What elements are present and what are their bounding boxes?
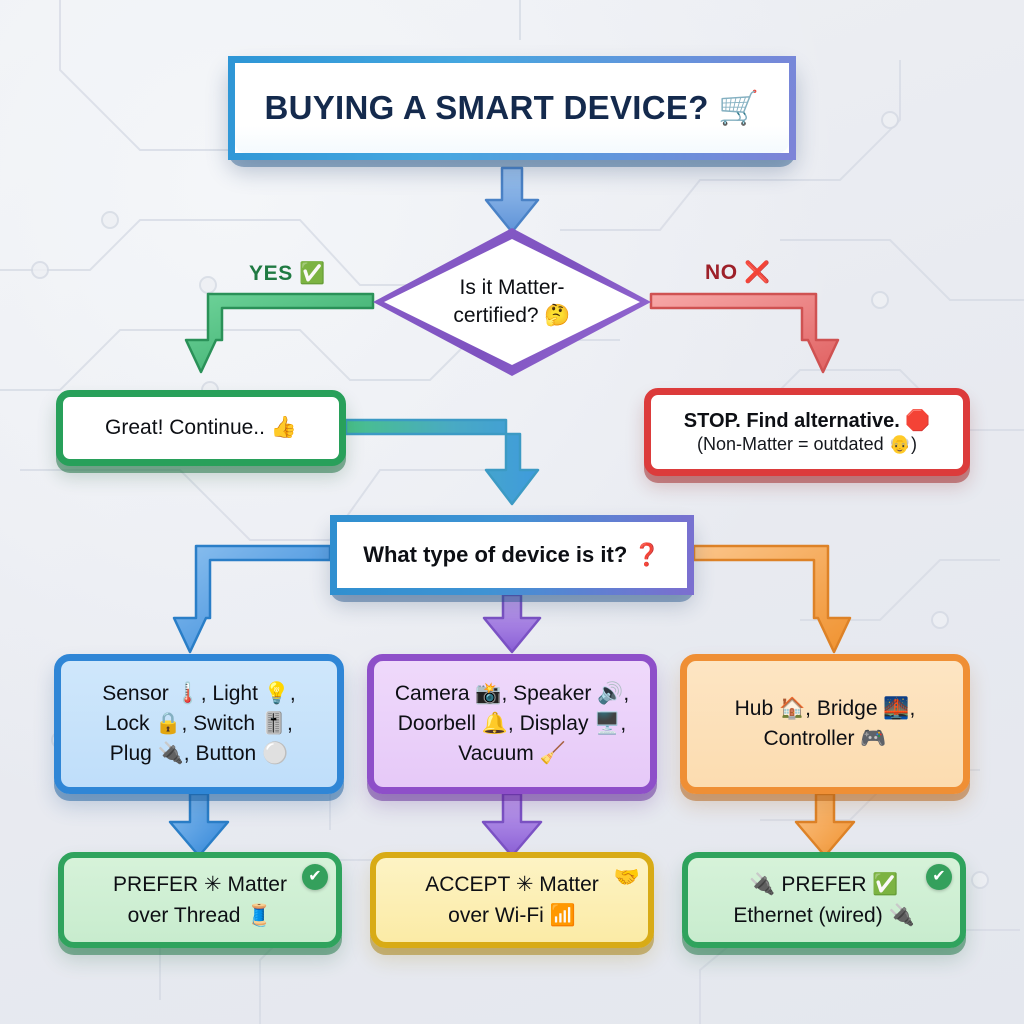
- device-type-question-text: What type of device is it? ❓: [363, 542, 661, 567]
- rec-ethernet-line-1: 🔌 PREFER ✅: [749, 872, 899, 896]
- edge-type-to-purple: [482, 593, 542, 654]
- handshake-badge-icon: 🤝: [613, 865, 641, 889]
- edge-purple-to-rec: [481, 792, 543, 858]
- title-text: BUYING A SMART DEVICE? 🛒: [264, 88, 760, 126]
- diamond-face: Is it Matter-certified? 🤔: [384, 239, 640, 365]
- rec-wifi-line-2: over Wi-Fi 📶: [448, 904, 576, 927]
- category-blue-line-1: Sensor 🌡️, Light 💡,: [102, 682, 296, 706]
- stop-line-2: (Non-Matter = outdated 👴): [696, 433, 917, 454]
- edge-label-no: NO ❌: [705, 261, 771, 284]
- edge-type-to-blue: [172, 544, 332, 654]
- category-purple-line-1: Camera 📸, Speaker 🔊,: [394, 682, 630, 706]
- check-badge-icon: ✔: [302, 864, 328, 890]
- edge-orange-to-rec: [794, 792, 856, 858]
- edge-no-branch: [649, 292, 840, 374]
- rec-ethernet-line-2: Ethernet (wired) 🔌: [733, 904, 915, 927]
- category-purple-line-2: Doorbell 🔔, Display 🖥️,: [397, 712, 627, 736]
- recommendation-accept-matter-over-wifi[interactable]: 🤝 ACCEPT ✳ Matter over Wi-Fi 📶: [370, 852, 654, 948]
- edge-blue-to-rec: [168, 792, 230, 858]
- category-orange-line-1: Hub 🏠, Bridge 🌉,: [734, 697, 916, 721]
- edge-title-to-decision: [484, 166, 540, 234]
- category-blue-line-2: Lock 🔒, Switch 🎚️,: [105, 712, 293, 736]
- recommendation-prefer-matter-over-thread[interactable]: ✔ PREFER ✳ Matter over Thread 🧵: [58, 852, 342, 948]
- stop-line-1: STOP. Find alternative. 🛑: [683, 409, 931, 432]
- outcome-stop-find-alternative[interactable]: STOP. Find alternative. 🛑 (Non-Matter = …: [644, 388, 970, 476]
- edge-yes-branch: [184, 292, 375, 374]
- category-cameras-speakers-displays[interactable]: Camera 📸, Speaker 🔊, Doorbell 🔔, Display…: [367, 654, 657, 794]
- rec-thread-line-2: over Thread 🧵: [127, 904, 273, 927]
- outcome-great-continue[interactable]: Great! Continue.. 👍: [56, 390, 346, 466]
- decision-text: Is it Matter-certified? 🤔: [453, 276, 571, 327]
- decision-node-matter-certified[interactable]: Is it Matter-certified? 🤔: [373, 228, 651, 376]
- edge-type-to-orange: [692, 544, 852, 654]
- recommendation-prefer-ethernet-wired[interactable]: ✔ 🔌 PREFER ✅ Ethernet (wired) 🔌: [682, 852, 966, 948]
- edge-label-yes: YES ✅: [249, 262, 327, 285]
- rec-wifi-line-1: ACCEPT ✳ Matter: [425, 872, 599, 896]
- title-inner: BUYING A SMART DEVICE? 🛒: [235, 63, 789, 153]
- category-purple-line-3: Vacuum 🧹: [458, 741, 566, 765]
- check-badge-icon-2: ✔: [926, 864, 952, 890]
- rec-thread-line-1: PREFER ✳ Matter: [113, 872, 287, 896]
- category-orange-line-2: Controller 🎮: [763, 727, 887, 750]
- category-blue-line-3: Plug 🔌, Button ⚪: [109, 741, 289, 765]
- question-device-type[interactable]: What type of device is it? ❓: [330, 515, 694, 595]
- title-node[interactable]: BUYING A SMART DEVICE? 🛒: [228, 56, 796, 160]
- great-continue-text: Great! Continue.. 👍: [105, 416, 297, 439]
- category-hubs-bridges-controllers[interactable]: Hub 🏠, Bridge 🌉, Controller 🎮: [680, 654, 970, 794]
- edge-great-to-type: [344, 418, 540, 506]
- category-sensors-lights-controls[interactable]: Sensor 🌡️, Light 💡, Lock 🔒, Switch 🎚️, P…: [54, 654, 344, 794]
